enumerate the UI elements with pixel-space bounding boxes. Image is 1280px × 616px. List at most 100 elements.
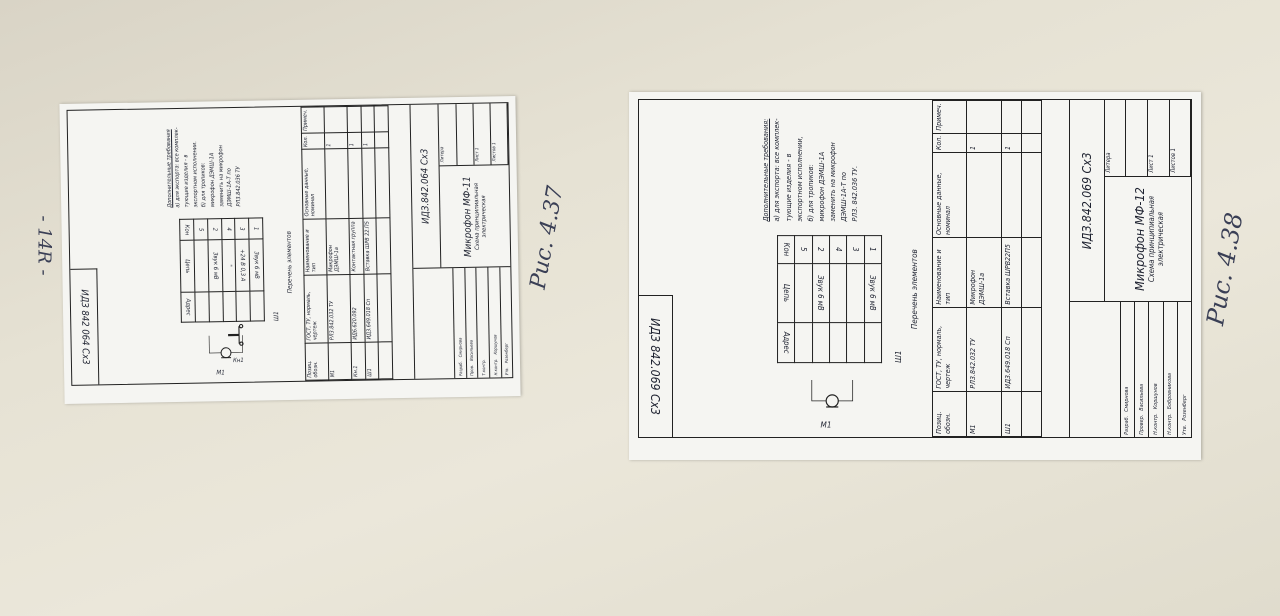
signature-name: Бобровникова	[1167, 372, 1174, 410]
sheet-number: Лист 1	[473, 103, 492, 165]
cell-name: Вставка ШРВ22П5	[1001, 237, 1022, 308]
microphone-label: М1	[216, 368, 226, 377]
cell-note	[360, 106, 375, 133]
signature-row: Утв.Розенберг	[1177, 302, 1192, 437]
circuit: Звук 6 мВ	[863, 263, 882, 323]
product-name: Микрофон МФ-12	[1131, 187, 1147, 291]
elements-list-title: Перечень элементов	[285, 230, 294, 294]
cell-doc: ИД6.620.092	[349, 273, 365, 343]
connector-header-cell: Цепь	[777, 263, 795, 323]
elements-header-cell: ГОСТ, ТУ, нормаль, чертеж	[304, 274, 329, 344]
signature-name: Васильева	[468, 339, 475, 361]
button-label: Кн1	[232, 356, 244, 364]
connector-header-cell: Адрес	[181, 291, 196, 323]
corner-stamp: ИДЗ 842 064 Сх3	[70, 268, 100, 385]
cell-pos: Ш1	[364, 341, 380, 380]
connector-row: 5	[794, 235, 812, 363]
cell-qty: 1	[361, 132, 376, 149]
cell-name: Микрофон ДЭМШ-1а	[966, 237, 1002, 308]
connector-label: Ш1	[892, 350, 903, 363]
litera: Литера	[1104, 100, 1127, 176]
cell-note	[324, 106, 348, 134]
address	[846, 322, 864, 363]
document-type: Схема принципиальная электрическая	[473, 182, 489, 251]
circuit: "	[221, 239, 237, 292]
signature-role: Пров.	[469, 364, 475, 376]
signature-role: Н.контр.	[492, 358, 498, 376]
note-line: а) для экспорта: все комплек-	[772, 118, 782, 222]
circuit	[194, 240, 209, 292]
cell-note	[966, 100, 1002, 134]
signature-name: Розенберг	[503, 342, 510, 364]
address	[829, 322, 847, 363]
stamp-code: ИДЗ 842.069 Сх3	[648, 317, 663, 415]
pin: 3	[846, 235, 864, 263]
connector-header-cell: Цепь	[180, 240, 195, 292]
connector-header-cell: Кон	[777, 235, 795, 263]
elements-header-cell: Позиц. обозн.	[305, 342, 329, 381]
cell-qty: 1	[324, 132, 348, 150]
stamp-code: ИДЗ 842 064 Сх3	[78, 289, 91, 365]
elements-list-title: Перечень элементов	[909, 249, 920, 330]
note-line: микрофон ДЭМШ-1А	[816, 151, 826, 222]
note-line: заменить на микрофон	[828, 142, 838, 222]
cell-name: Контактная группа	[348, 217, 364, 275]
address	[863, 322, 882, 363]
cell-data	[324, 148, 349, 219]
cell-note	[1001, 100, 1022, 134]
cell-name: Вставка ШРВ 22.П5	[362, 217, 378, 274]
signature-role: Утв.	[1181, 424, 1188, 435]
cell-qty: 1	[966, 133, 1002, 153]
connector-row: 3	[846, 235, 864, 363]
connector-header-cell: Кон	[179, 218, 195, 241]
address	[249, 290, 265, 321]
pin: 1	[863, 235, 882, 263]
cell-data	[361, 148, 377, 218]
address	[794, 322, 812, 363]
pin: 5	[794, 235, 812, 263]
connector-row: 5	[193, 218, 210, 322]
note-line: экспортном исполнении,	[794, 136, 804, 222]
microphone-label: М1	[820, 419, 832, 430]
address	[208, 291, 224, 322]
elements-header-cell: Наименование и тип	[932, 237, 967, 308]
signature-row: Провер.Васильева	[1133, 302, 1149, 437]
table-row-empty	[1021, 100, 1042, 437]
address	[222, 290, 237, 322]
push-button-icon	[227, 324, 244, 347]
sheet-count: Листов 1	[490, 103, 509, 165]
elements-header-cell: Примеч.	[932, 100, 967, 134]
elements-header-cell: ГОСТ, ТУ, нормаль, чертеж	[932, 307, 967, 392]
elements-header-cell: Позиц. обозн.	[932, 391, 967, 437]
address	[236, 290, 251, 322]
note-line: ДЭМШ-1А-Т по	[839, 172, 849, 222]
note-line: РЛ3. 842.036 ТУ.	[850, 165, 860, 222]
cell-pos: Ш1	[1001, 391, 1022, 437]
elements-header-cell: Кол.	[301, 133, 325, 150]
cell-qty: 1	[1001, 133, 1022, 153]
signature-name: Коршунов	[1152, 383, 1159, 410]
circuit	[846, 263, 864, 323]
connector-row: 4	[829, 235, 847, 363]
sheet-number: Лист 1	[1148, 100, 1170, 176]
elements-header-cell: Примеч.	[301, 106, 325, 134]
cell-doc: РЛ3.842.032 ТУ	[327, 274, 352, 343]
signature-role: Провер.	[1138, 414, 1145, 435]
additional-requirements: Дополнительные требования:а) для экспорт…	[760, 104, 860, 222]
signature-role: Разраб.	[1124, 415, 1131, 435]
